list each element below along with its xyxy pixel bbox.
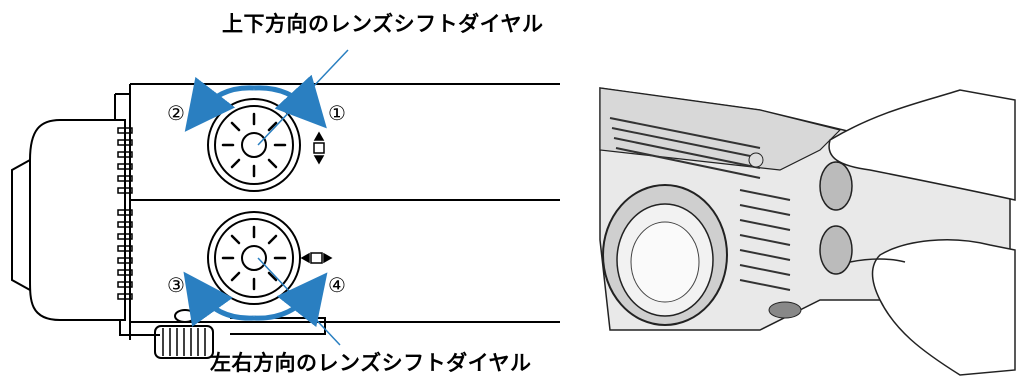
vertical-shift-dial[interactable] [207, 98, 301, 192]
marker-down-left: ③ [167, 273, 185, 297]
marker-up-left: ② [167, 101, 185, 125]
left-right-lens-shift-icon [300, 252, 333, 264]
horizontal-shift-dial[interactable] [207, 211, 301, 305]
vertical-dial-caption: 上下方向のレンズシフトダイヤル [222, 12, 544, 36]
marker-up-right: ① [328, 101, 346, 125]
upper-rotation-arrows [184, 74, 327, 132]
projector-photo-illustration [599, 87, 1016, 376]
horizontal-dial-caption: 左右方向のレンズシフトダイヤル [210, 351, 532, 375]
marker-down-right: ④ [328, 273, 346, 297]
up-down-lens-shift-icon [313, 131, 325, 165]
lower-rotation-arrows [183, 271, 328, 328]
projector-side-drawing [11, 83, 560, 359]
pointer-lines [257, 49, 349, 346]
